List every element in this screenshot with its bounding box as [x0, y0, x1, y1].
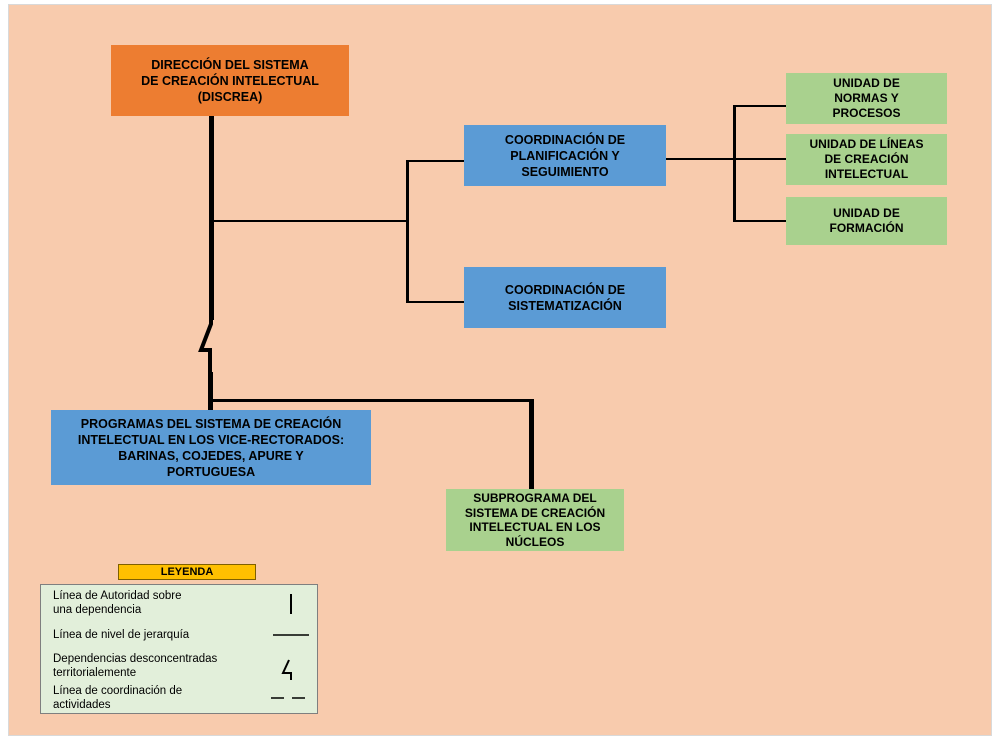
branch-to-normas [733, 105, 786, 107]
authority-line-icon [290, 594, 292, 614]
legend: Línea de Autoridad sobre una dependencia… [40, 584, 318, 714]
legend-item-coordination: Línea de coordinación de actividades [53, 685, 183, 711]
hierarchy-line-icon [273, 634, 309, 636]
unidades-vertical [733, 105, 736, 222]
legend-item-authority: Línea de Autoridad sobre una dependencia [53, 590, 182, 616]
coordination-dashed-icon [271, 697, 309, 699]
node-coordinacion-planificacion: COORDINACIÓN DE PLANIFICACIÓN Y SEGUIMIE… [464, 125, 666, 186]
hierarchy-line-programs [210, 399, 532, 402]
branch-to-planificacion [406, 160, 464, 162]
authority-line-top [209, 115, 214, 320]
node-programas: PROGRAMAS DEL SISTEMA DE CREACIÓN INTELE… [51, 410, 371, 485]
node-unidad-lineas: UNIDAD DE LÍNEAS DE CREACIÓN INTELECTUAL [786, 134, 947, 185]
territorial-symbol-icon [281, 659, 292, 680]
node-coordinacion-sistematizacion: COORDINACIÓN DE SISTEMATIZACIÓN [464, 267, 666, 328]
node-unidad-formacion: UNIDAD DE FORMACIÓN [786, 197, 947, 245]
territorial-break-icon [198, 318, 213, 374]
legend-item-hierarchy: Línea de nivel de jerarquía [53, 629, 190, 641]
branch-to-formacion [733, 220, 786, 222]
branch-to-sistematizacion [406, 301, 464, 303]
planificacion-to-unidades [666, 158, 786, 160]
coordination-vertical [406, 160, 409, 303]
legend-item-territorial: Dependencias desconcentradas territorial… [53, 653, 218, 679]
node-subprograma: SUBPROGRAMA DEL SISTEMA DE CREACIÓN INTE… [446, 489, 624, 551]
authority-line-bottom [208, 372, 213, 415]
legend-title: LEYENDA [118, 564, 256, 580]
line-to-subprograma [529, 399, 534, 489]
hierarchy-line-coordinations [212, 220, 409, 222]
node-direccion: DIRECCIÓN DEL SISTEMA DE CREACIÓN INTELE… [111, 45, 349, 116]
node-unidad-normas: UNIDAD DE NORMAS Y PROCESOS [786, 73, 947, 124]
